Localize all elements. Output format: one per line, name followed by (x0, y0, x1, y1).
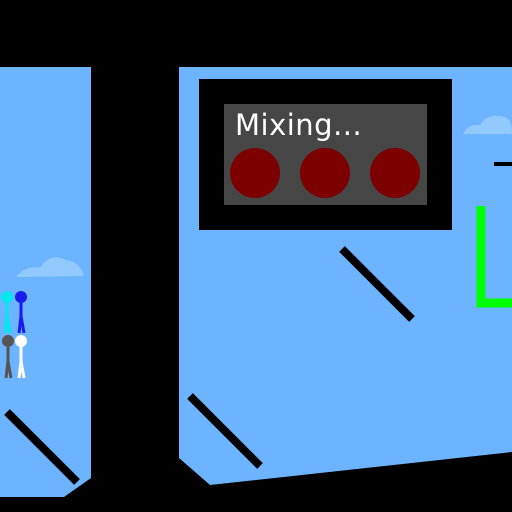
left-cloud (16, 257, 84, 277)
chamber-glass-reflection-2 (187, 393, 263, 469)
stickman-white[interactable] (15, 335, 27, 379)
stickman-blue[interactable] (15, 291, 27, 334)
indicator-light-1 (230, 148, 280, 198)
stickman-cyan[interactable] (1, 291, 13, 334)
indicator-light-2 (300, 148, 350, 198)
left-glass-reflection (4, 409, 80, 485)
left-tube-window (0, 67, 91, 497)
mixer-status-text: Mixing... (235, 108, 363, 142)
indicator-light-3 (370, 148, 420, 198)
green-lever[interactable] (476, 206, 512, 308)
mixer-display: Mixing... (224, 104, 427, 205)
chamber-glass-reflection-1 (339, 246, 415, 322)
right-cloud (463, 115, 512, 134)
stickman-gray[interactable] (2, 335, 14, 379)
